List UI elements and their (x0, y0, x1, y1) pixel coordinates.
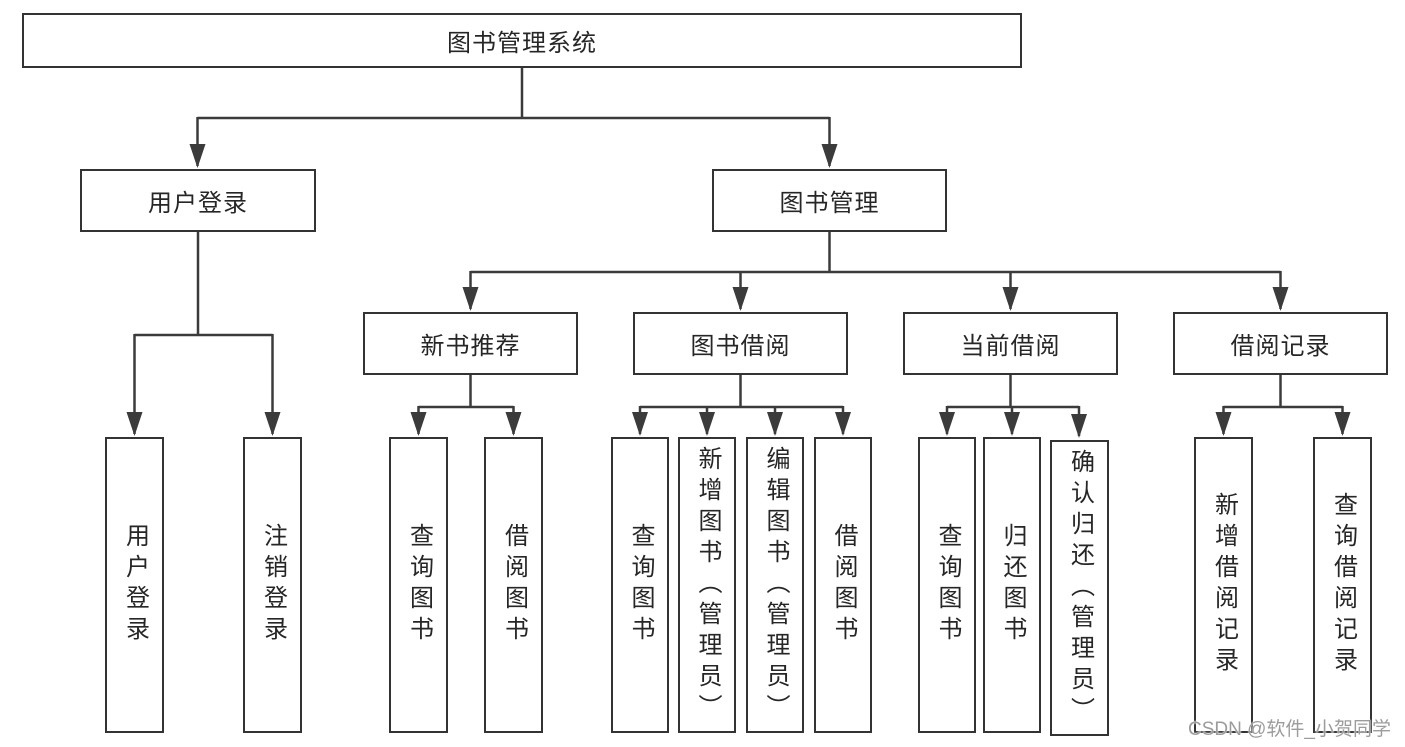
node-label: 查询借阅记录 (1329, 492, 1357, 678)
leaf-query-borrow-record: 查询借阅记录 (1313, 437, 1372, 733)
node-label: 借阅记录 (1230, 333, 1331, 360)
node-book-borrow: 图书借阅 (633, 312, 848, 375)
node-label: 确认归还（管理员） (1066, 448, 1094, 728)
node-label: 新增借阅记录 (1210, 492, 1238, 678)
node-label: 归还图书 (999, 523, 1026, 647)
node-label: 用户登录 (121, 523, 149, 647)
connector-root-bus (197, 68, 830, 120)
leaf-query-books-borrow: 查询图书 (611, 437, 669, 733)
node-label: 借阅图书 (500, 523, 528, 647)
leaf-confirm-return-admin: 确认归还（管理员） (1050, 440, 1109, 736)
node-root-system: 图书管理系统 (22, 13, 1022, 68)
leaf-query-books-current: 查询图书 (918, 437, 976, 733)
node-label: 查询图书 (405, 523, 433, 647)
connector-recommend-bus (418, 375, 514, 409)
leaf-add-books-admin: 新增图书（管理员） (678, 437, 736, 733)
leaf-user-login: 用户登录 (105, 437, 164, 733)
node-label: 用户登录 (148, 190, 248, 217)
node-current-borrow: 当前借阅 (903, 312, 1118, 375)
connector-records-bus (1223, 375, 1343, 409)
node-label: 图书管理系统 (447, 30, 597, 57)
csdn-watermark: CSDN @软件_小贺同学 (1188, 719, 1391, 740)
node-label: 注销登录 (259, 523, 287, 647)
node-label: 新书推荐 (420, 333, 521, 360)
node-user-login: 用户登录 (80, 169, 316, 232)
connector-borrow-bus (640, 375, 843, 409)
node-label: 图书管理 (779, 190, 880, 217)
node-label: 当前借阅 (960, 333, 1061, 360)
node-borrow-records: 借阅记录 (1173, 312, 1388, 375)
leaf-logout: 注销登录 (243, 437, 302, 733)
node-label: 查询图书 (627, 523, 654, 647)
leaf-edit-books-admin: 编辑图书（管理员） (746, 437, 804, 733)
connector-current-bus (947, 375, 1079, 409)
leaf-return-books: 归还图书 (983, 437, 1041, 733)
node-label: 图书借阅 (690, 333, 791, 360)
node-new-book-recommend: 新书推荐 (363, 312, 578, 375)
node-label: 新增图书（管理员） (694, 445, 721, 725)
leaf-query-books-recommend: 查询图书 (389, 437, 448, 733)
leaf-borrow-books: 借阅图书 (814, 437, 872, 733)
connector-user-login-bus (134, 232, 273, 337)
leaf-borrow-books-recommend: 借阅图书 (484, 437, 543, 733)
node-book-management: 图书管理 (712, 169, 947, 232)
node-label: 查询图书 (934, 523, 961, 647)
connector-book-mgmt-bus (470, 232, 1281, 274)
node-label: 借阅图书 (830, 523, 857, 647)
node-label: 编辑图书（管理员） (762, 445, 789, 725)
leaf-add-borrow-record: 新增借阅记录 (1194, 437, 1253, 733)
